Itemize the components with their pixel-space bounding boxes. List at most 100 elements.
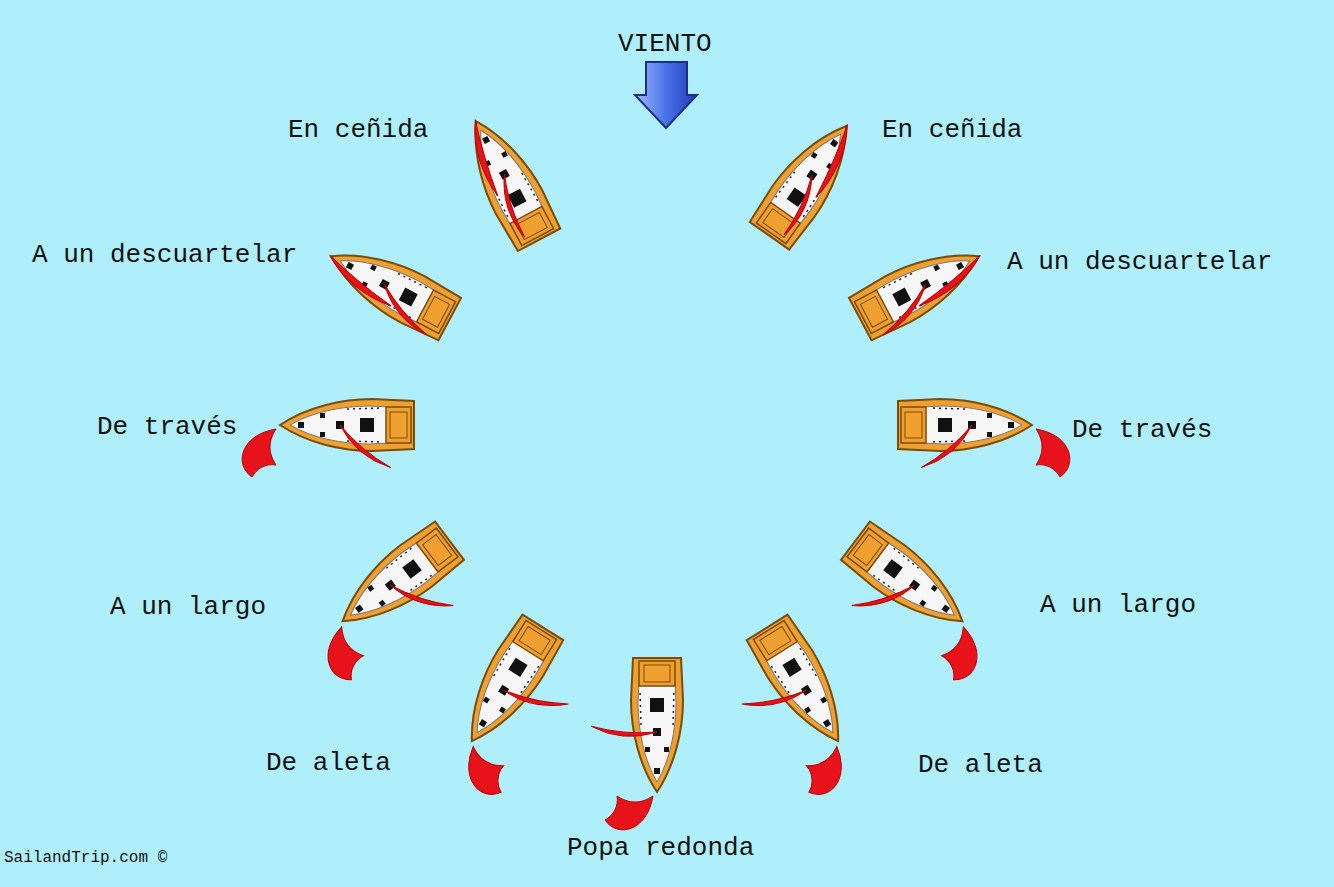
fitting — [367, 585, 374, 592]
fitting — [987, 432, 992, 437]
rail — [347, 408, 382, 442]
spinnaker — [1036, 429, 1070, 477]
hatch — [938, 418, 952, 432]
cockpit — [639, 661, 675, 686]
hatch — [402, 559, 422, 579]
jib — [322, 255, 399, 307]
mainsail — [390, 562, 453, 628]
hatch — [650, 698, 664, 712]
fitting — [820, 697, 827, 704]
sailboat — [297, 520, 482, 687]
fitting — [811, 152, 818, 159]
jib — [911, 255, 988, 307]
cockpit-seat — [763, 209, 794, 238]
spinnaker — [796, 747, 855, 801]
jib — [803, 124, 862, 198]
jib — [460, 120, 512, 197]
cockpit-seat — [760, 626, 791, 654]
mainsail — [921, 425, 972, 467]
cockpit — [386, 407, 411, 443]
hull — [319, 233, 462, 342]
hull — [327, 520, 465, 642]
sailboat — [430, 614, 596, 806]
spinnaker — [605, 796, 653, 830]
hatch — [508, 658, 527, 677]
sailboat — [748, 109, 869, 250]
fitting — [370, 264, 377, 271]
hull — [453, 109, 562, 252]
point-of-sail-label: De aleta — [266, 748, 391, 778]
fitting — [830, 139, 838, 147]
wind-arrow — [635, 62, 697, 128]
fitting — [1008, 422, 1014, 428]
hatch — [360, 418, 374, 432]
sailboat — [242, 399, 414, 477]
cockpit-seat — [644, 665, 670, 682]
spinnaker — [455, 747, 514, 801]
sailboat — [715, 614, 881, 806]
fitting — [654, 768, 660, 774]
fitting — [645, 747, 650, 752]
mainsail — [742, 671, 807, 723]
mainsail — [504, 671, 569, 723]
cockpit-seat — [422, 296, 449, 327]
cockpit-seat — [519, 626, 550, 654]
point-of-sail-label: De aleta — [918, 750, 1043, 780]
sailboat — [317, 232, 461, 342]
point-of-sail-label: De través — [1072, 415, 1212, 445]
mainsail — [591, 726, 657, 736]
hull — [840, 520, 978, 642]
hatch — [782, 658, 801, 677]
mainsail — [872, 284, 938, 335]
fitting — [379, 600, 386, 607]
cockpit-seat — [390, 412, 407, 438]
fitting — [479, 719, 487, 727]
fitting — [320, 432, 325, 437]
hull — [848, 233, 991, 342]
point-of-sail-label: De través — [97, 412, 237, 442]
rail — [640, 690, 674, 725]
spinnaker — [242, 429, 276, 477]
spinnaker — [934, 627, 990, 686]
mainsail — [775, 175, 824, 236]
cockpit-seat — [860, 296, 887, 327]
wind-label: VIENTO — [618, 29, 712, 59]
fitting — [320, 413, 325, 418]
fitting — [346, 262, 354, 270]
fitting — [804, 707, 811, 714]
fitting — [942, 604, 950, 612]
hull — [631, 658, 683, 792]
cockpit — [416, 528, 458, 572]
hull — [450, 614, 565, 755]
hatch — [883, 559, 903, 579]
point-of-sail-label: En ceñida — [882, 115, 1022, 145]
hull — [745, 614, 860, 755]
hull — [748, 111, 867, 251]
point-of-sail-label: En ceñida — [288, 115, 428, 145]
cockpit-seat — [423, 535, 452, 566]
hull — [280, 399, 414, 451]
fitting — [931, 585, 938, 592]
sailboat — [898, 399, 1070, 477]
fitting — [664, 747, 669, 752]
cockpit — [753, 620, 797, 660]
sailboat — [823, 520, 1008, 687]
fitting — [355, 604, 363, 612]
point-of-sail-label: A un largo — [1040, 590, 1196, 620]
fitting — [919, 600, 926, 607]
fitting — [298, 422, 304, 428]
mainsail — [852, 562, 915, 628]
cockpit — [417, 290, 456, 334]
cockpit — [513, 620, 557, 660]
mainsail — [340, 425, 391, 467]
sailboat — [848, 232, 992, 342]
hatch — [892, 288, 911, 307]
fitting — [823, 719, 831, 727]
mainsail — [373, 284, 439, 335]
point-of-sail-label: A un descuartelar — [32, 240, 297, 270]
point-of-sail-label: A un descuartelar — [1007, 247, 1272, 277]
cockpit-seat — [516, 212, 547, 239]
fitting — [987, 413, 992, 418]
cockpit — [901, 407, 926, 443]
cockpit — [847, 528, 889, 572]
